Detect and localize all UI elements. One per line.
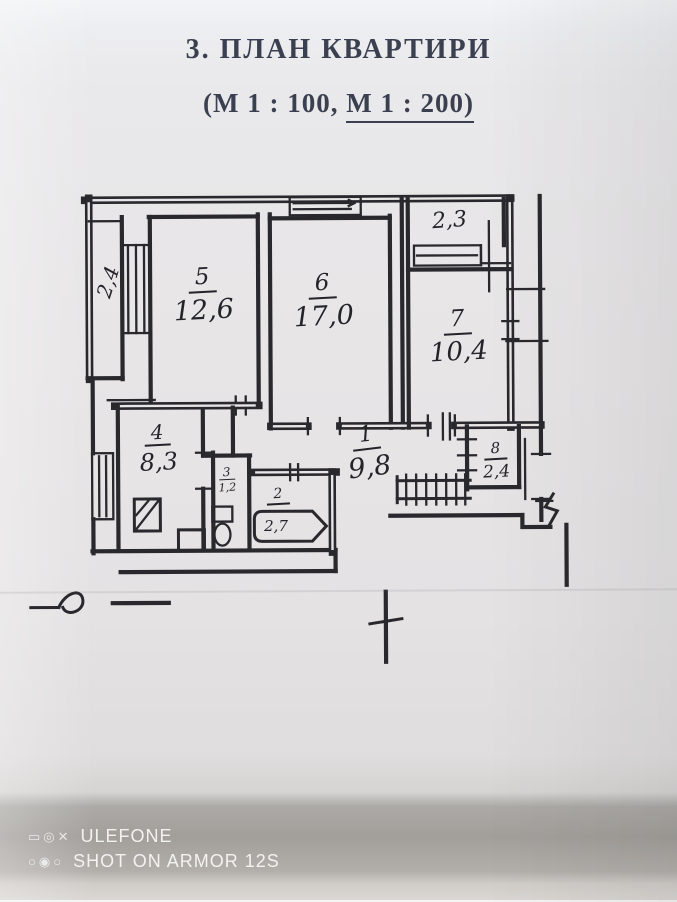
ulefone-logo-icons: ▭◎✕ — [28, 828, 72, 844]
room5-number: 5 — [187, 264, 218, 294]
kitchen-number: 4 — [143, 420, 172, 447]
balcony-top-window-icon — [412, 244, 483, 267]
subtitle-scale-right: М 1 : 200) — [346, 88, 474, 123]
closet-walls — [441, 412, 522, 492]
survey-cross-mark — [368, 589, 404, 664]
entrance-break-icon — [535, 491, 569, 587]
subtitle-scale-left: (М 1 : 100, — [203, 88, 339, 118]
entrance-door-swing-icon — [29, 591, 171, 614]
kitchen-window-icon — [90, 452, 115, 521]
bathroom-label: 2 — [266, 486, 290, 506]
kitchen-counter-icon — [176, 528, 207, 551]
camera-watermark: ▭◎✕ ULEFONE ○◉○ SHOT ON ARMOR 12S — [28, 824, 280, 874]
balcony-left-walls — [85, 215, 156, 402]
bathroom-area: 2,7 — [264, 517, 288, 535]
toilet-label: 3 1,2 — [218, 465, 237, 495]
bathroom-number: 2 — [266, 486, 290, 506]
page-subtitle: (М 1 : 100, М 1 : 200) — [0, 88, 677, 123]
closet-area: 2,4 — [482, 461, 511, 483]
corridor-number: 1 — [350, 421, 382, 452]
kitchen-walls — [110, 401, 263, 552]
room6-area: 17,0 — [292, 299, 355, 334]
watermark-brand: ULEFONE — [80, 826, 173, 846]
closet-number: 8 — [483, 439, 508, 461]
balcony-left-window-icon — [123, 243, 149, 335]
watermark-device: SHOT ON ARMOR 12S — [73, 851, 280, 871]
kitchen-label: 4 8,3 — [138, 420, 179, 477]
room6-number: 6 — [307, 270, 338, 300]
balcony-top-walls — [479, 197, 512, 265]
closet-label: 8 2,4 — [481, 439, 511, 483]
corridor-label: 1 9,8 — [343, 421, 394, 486]
toilet-number: 3 — [218, 465, 235, 481]
room7-area: 10,4 — [429, 335, 489, 369]
room7-number: 7 — [442, 306, 473, 336]
hatched-wall — [395, 473, 472, 506]
toilet-icon — [211, 505, 234, 547]
stove-icon — [132, 497, 162, 533]
room7-walls — [405, 197, 520, 430]
watermark-line1: ▭◎✕ ULEFONE — [28, 824, 280, 849]
bathtub-icon — [252, 509, 329, 543]
kitchen-area: 8,3 — [138, 447, 179, 477]
room7-label: 7 10,4 — [428, 306, 489, 369]
room6-top-window-icon — [288, 195, 362, 217]
outer-walls — [80, 193, 553, 575]
page-title: 3. ПЛАН КВАРТИРИ — [185, 34, 492, 65]
room5-area: 12,6 — [172, 293, 235, 328]
camera-lens-icons: ○◉○ — [28, 853, 65, 869]
room5-walls — [146, 212, 273, 431]
toilet-area: 1,2 — [218, 480, 237, 495]
room6-label: 6 17,0 — [291, 270, 355, 334]
corridor-area: 9,8 — [346, 449, 394, 486]
document-header: 3. ПЛАН КВАРТИРИ (М 1 : 100, М 1 : 200) — [0, 34, 677, 123]
watermark-line2: ○◉○ SHOT ON ARMOR 12S — [28, 849, 280, 874]
room5-label: 5 12,6 — [171, 264, 235, 328]
room6-walls — [267, 196, 545, 437]
sanitary-walls — [200, 450, 340, 556]
balcony-top-area: 2,3 — [431, 206, 468, 235]
